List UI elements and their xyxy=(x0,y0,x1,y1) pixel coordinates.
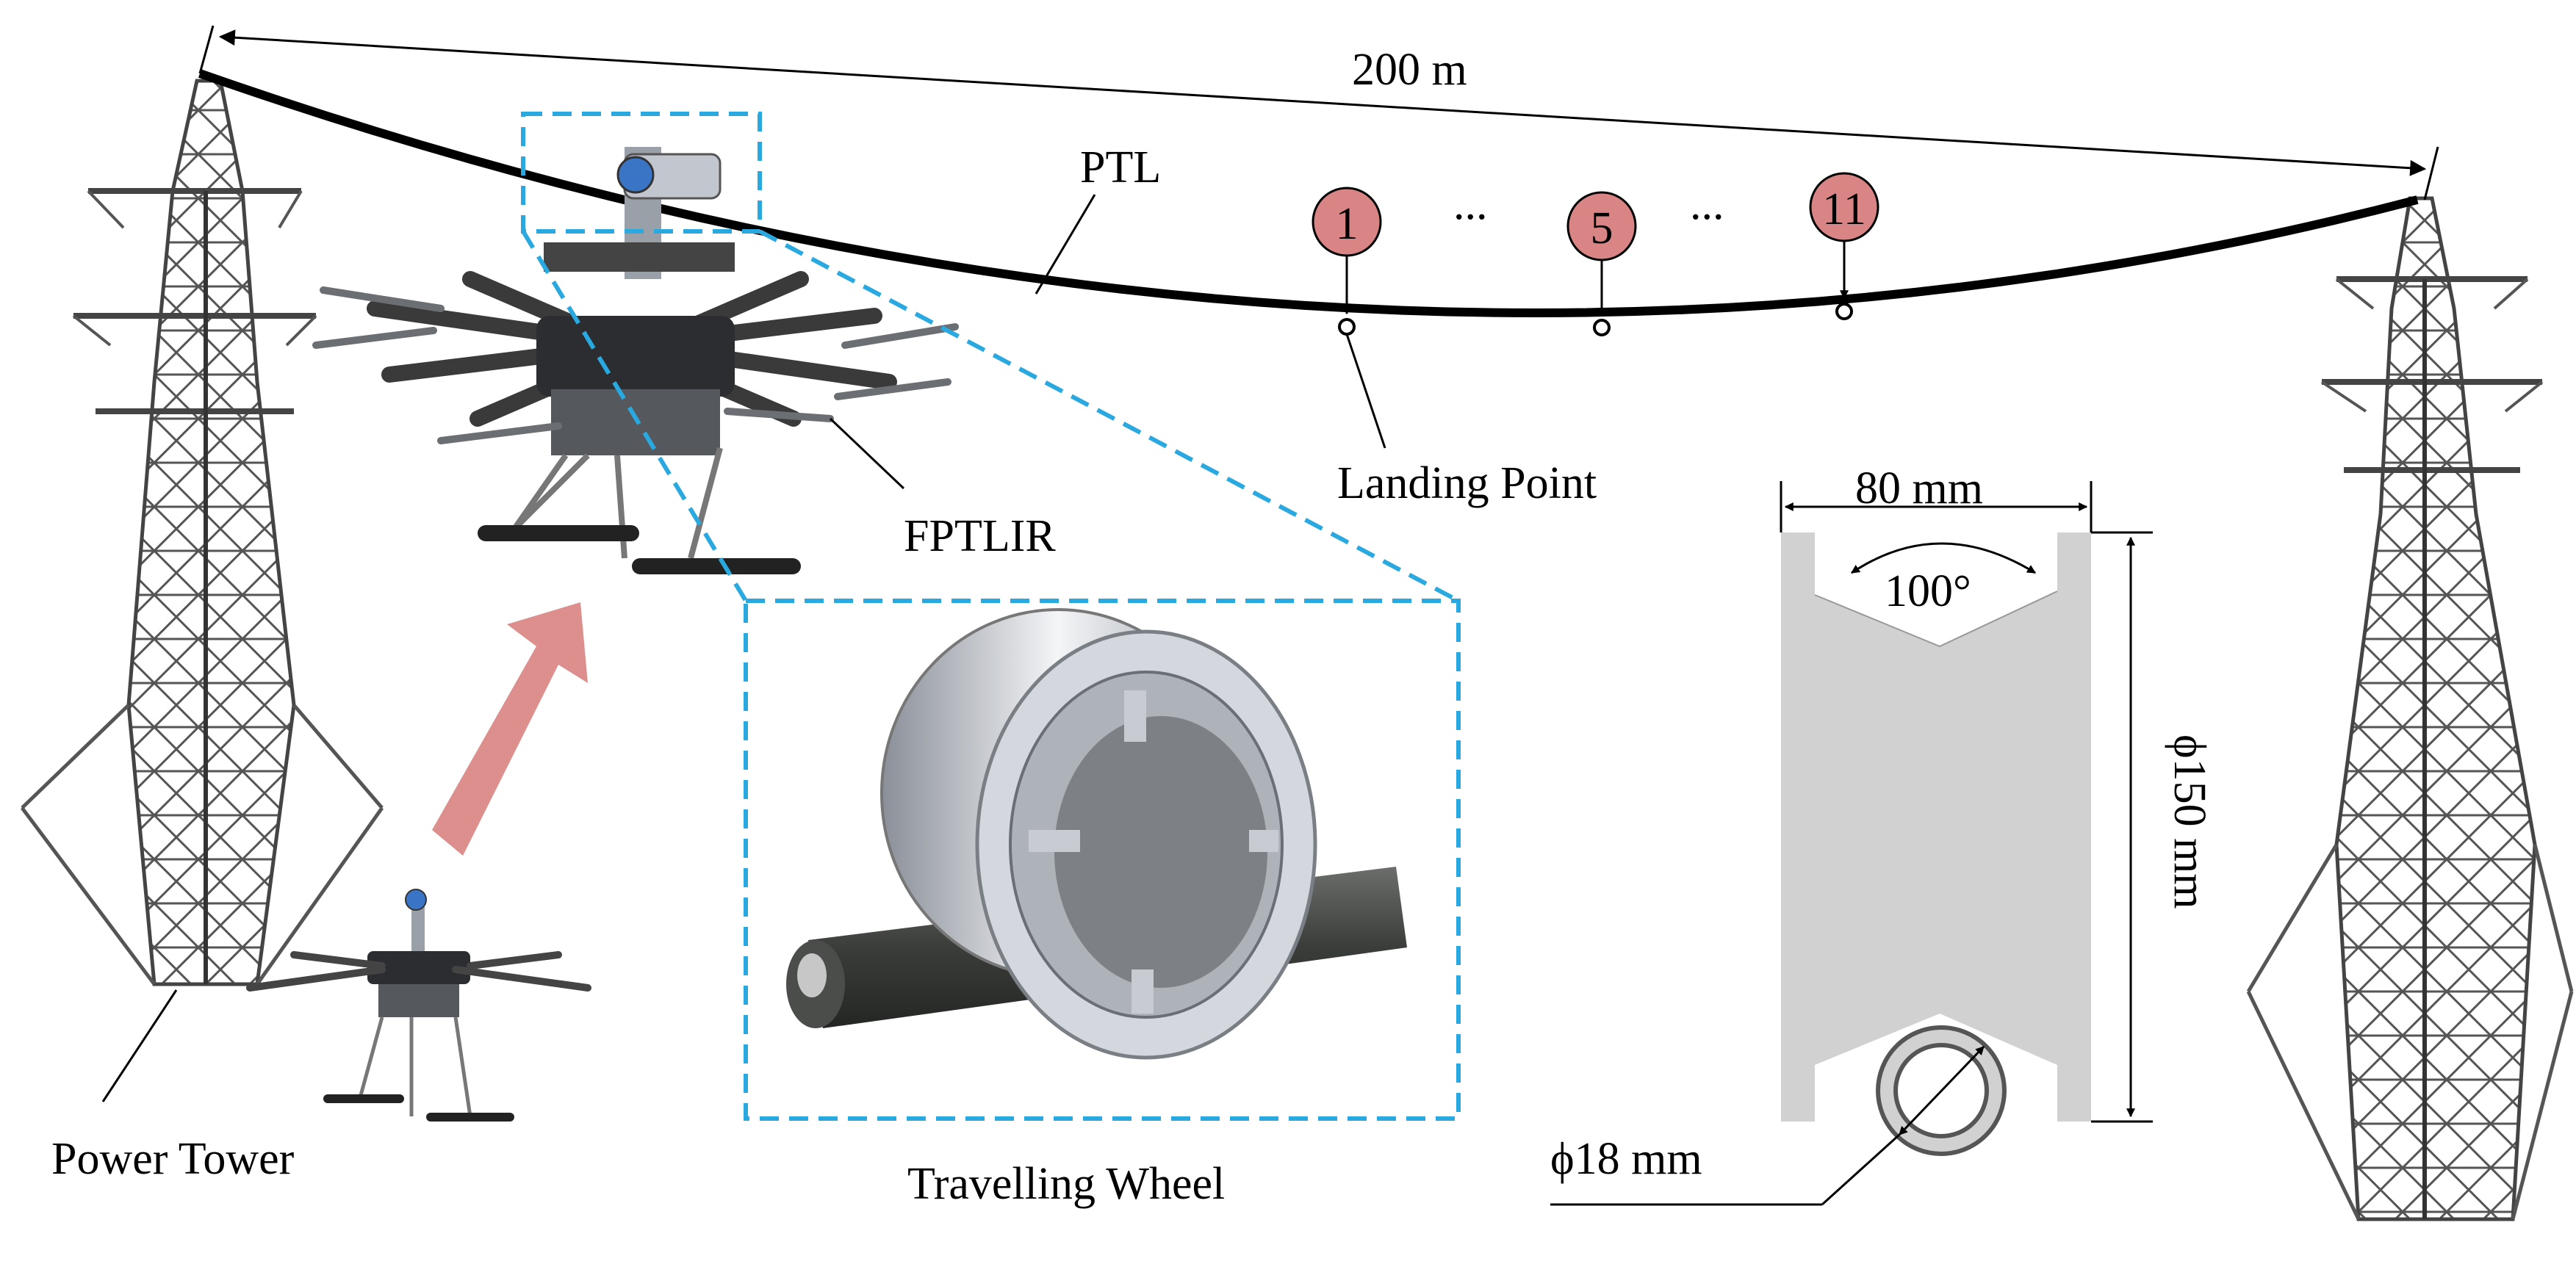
landing-marker-11-label: 11 xyxy=(1822,184,1866,234)
left-power-tower xyxy=(21,79,384,986)
wheel-diameter-label: ϕ150 mm xyxy=(2165,734,2215,909)
ptl-leader-line xyxy=(1035,194,1096,295)
ellipsis-2: ... xyxy=(1690,179,1724,229)
landing-marker-1: 1 xyxy=(1312,187,1382,336)
landing-marker-5: 5 xyxy=(1566,191,1637,336)
zoom-connector-right xyxy=(758,229,1460,603)
zoom-source-box xyxy=(521,112,762,234)
cable-diameter-dimension xyxy=(1550,1045,1985,1206)
ellipsis-1: ... xyxy=(1453,179,1488,229)
fptlir-drone xyxy=(312,147,959,574)
wheel-width-label: 80 mm xyxy=(1855,463,1983,513)
fptlir-leader-line xyxy=(829,417,905,490)
power-tower-leader-line xyxy=(101,989,178,1102)
landing-marker-1-label: 1 xyxy=(1336,199,1359,249)
wheel-cross-section xyxy=(1781,532,2091,1156)
fptlir-label: FPTLIR xyxy=(904,511,1056,561)
power-tower-label: Power Tower xyxy=(51,1134,295,1184)
groove-angle-dimension xyxy=(1851,542,2037,574)
groove-angle-label: 100° xyxy=(1885,566,1971,616)
travelling-wheel-label: Travelling Wheel xyxy=(907,1159,1225,1209)
zoom-connector-left xyxy=(521,230,748,602)
span-dimension xyxy=(198,25,2439,201)
landing-point-label: Landing Point xyxy=(1337,458,1597,508)
right-power-tower xyxy=(2246,196,2574,1221)
landing-leader-line xyxy=(1345,333,1386,449)
wheel-width-dimension xyxy=(1780,481,2093,532)
power-transmission-line xyxy=(198,69,2419,317)
landing-marker-5-label: 5 xyxy=(1591,203,1613,253)
span-label: 200 m xyxy=(1352,45,1467,95)
landing-marker-11: 11 xyxy=(1809,172,1879,320)
ptl-label: PTL xyxy=(1080,142,1161,192)
ascend-arrow xyxy=(432,602,588,856)
cable-diameter-label: ϕ18 mm xyxy=(1550,1134,1702,1184)
travelling-wheel-render xyxy=(786,608,1407,1060)
wheel-diameter-dimension xyxy=(2091,531,2153,1123)
small-drone xyxy=(246,889,591,1122)
